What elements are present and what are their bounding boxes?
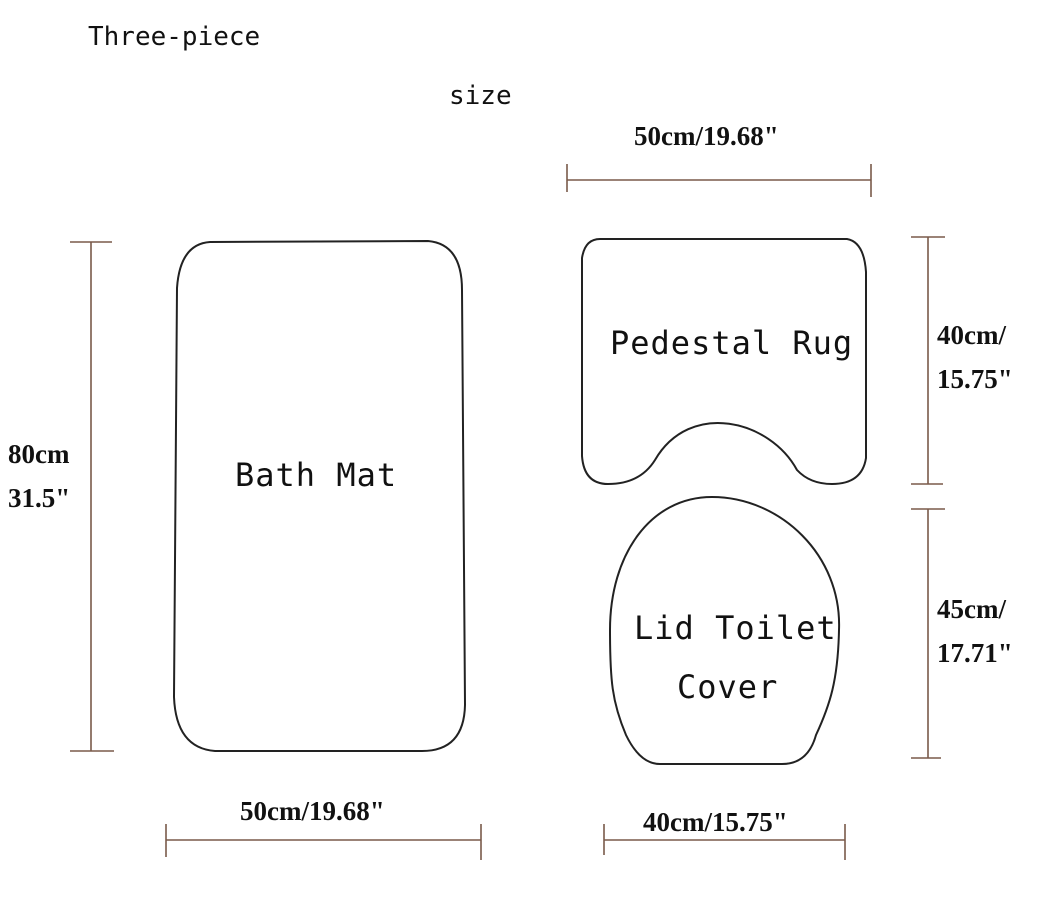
lid-cover-height-line-2: 17.71" bbox=[937, 637, 1013, 668]
bath-mat-height-line-2: 31.5" bbox=[8, 482, 71, 513]
pedestal-rug-height-line-2: 15.75" bbox=[937, 363, 1013, 394]
bath-mat-height-dimension bbox=[70, 241, 114, 752]
bath-mat-label: Bath Mat bbox=[235, 456, 398, 494]
pedestal-rug-height-dimension bbox=[911, 236, 945, 485]
pedestal-rug-label: Pedestal Rug bbox=[610, 324, 854, 362]
lid-cover-outline bbox=[608, 495, 841, 765]
lid-cover-label-line-2: Cover bbox=[677, 668, 779, 706]
lid-cover-height-text: 45cm/ 17.71" bbox=[937, 588, 1013, 675]
title-line-2: size bbox=[449, 81, 512, 111]
bath-mat-width-text: 50cm/19.68" bbox=[240, 796, 385, 826]
lid-cover-label-line-1: Lid Toilet bbox=[634, 609, 837, 647]
bath-mat-height-text: 80cm 31.5" bbox=[8, 433, 70, 520]
pedestal-rug-width-dimension bbox=[566, 164, 872, 197]
pedestal-rug-height-text: 40cm/ 15.75" bbox=[937, 314, 1013, 401]
lid-cover-width-text: 40cm/15.75" bbox=[643, 807, 788, 837]
bath-mat-height-line-1: 80cm bbox=[8, 439, 70, 469]
pedestal-rug-outline bbox=[581, 238, 867, 486]
bath-mat-width-dimension bbox=[165, 824, 482, 860]
pedestal-rug-width-text: 50cm/19.68" bbox=[634, 121, 779, 151]
lid-cover-height-line-1: 45cm/ bbox=[937, 594, 1006, 624]
bath-mat-outline bbox=[172, 239, 467, 752]
pedestal-rug-height-line-1: 40cm/ bbox=[937, 320, 1006, 350]
lid-cover-width-dimension bbox=[603, 824, 846, 860]
title-line-1: Three-piece bbox=[88, 22, 261, 52]
lid-cover-height-dimension bbox=[911, 508, 945, 759]
